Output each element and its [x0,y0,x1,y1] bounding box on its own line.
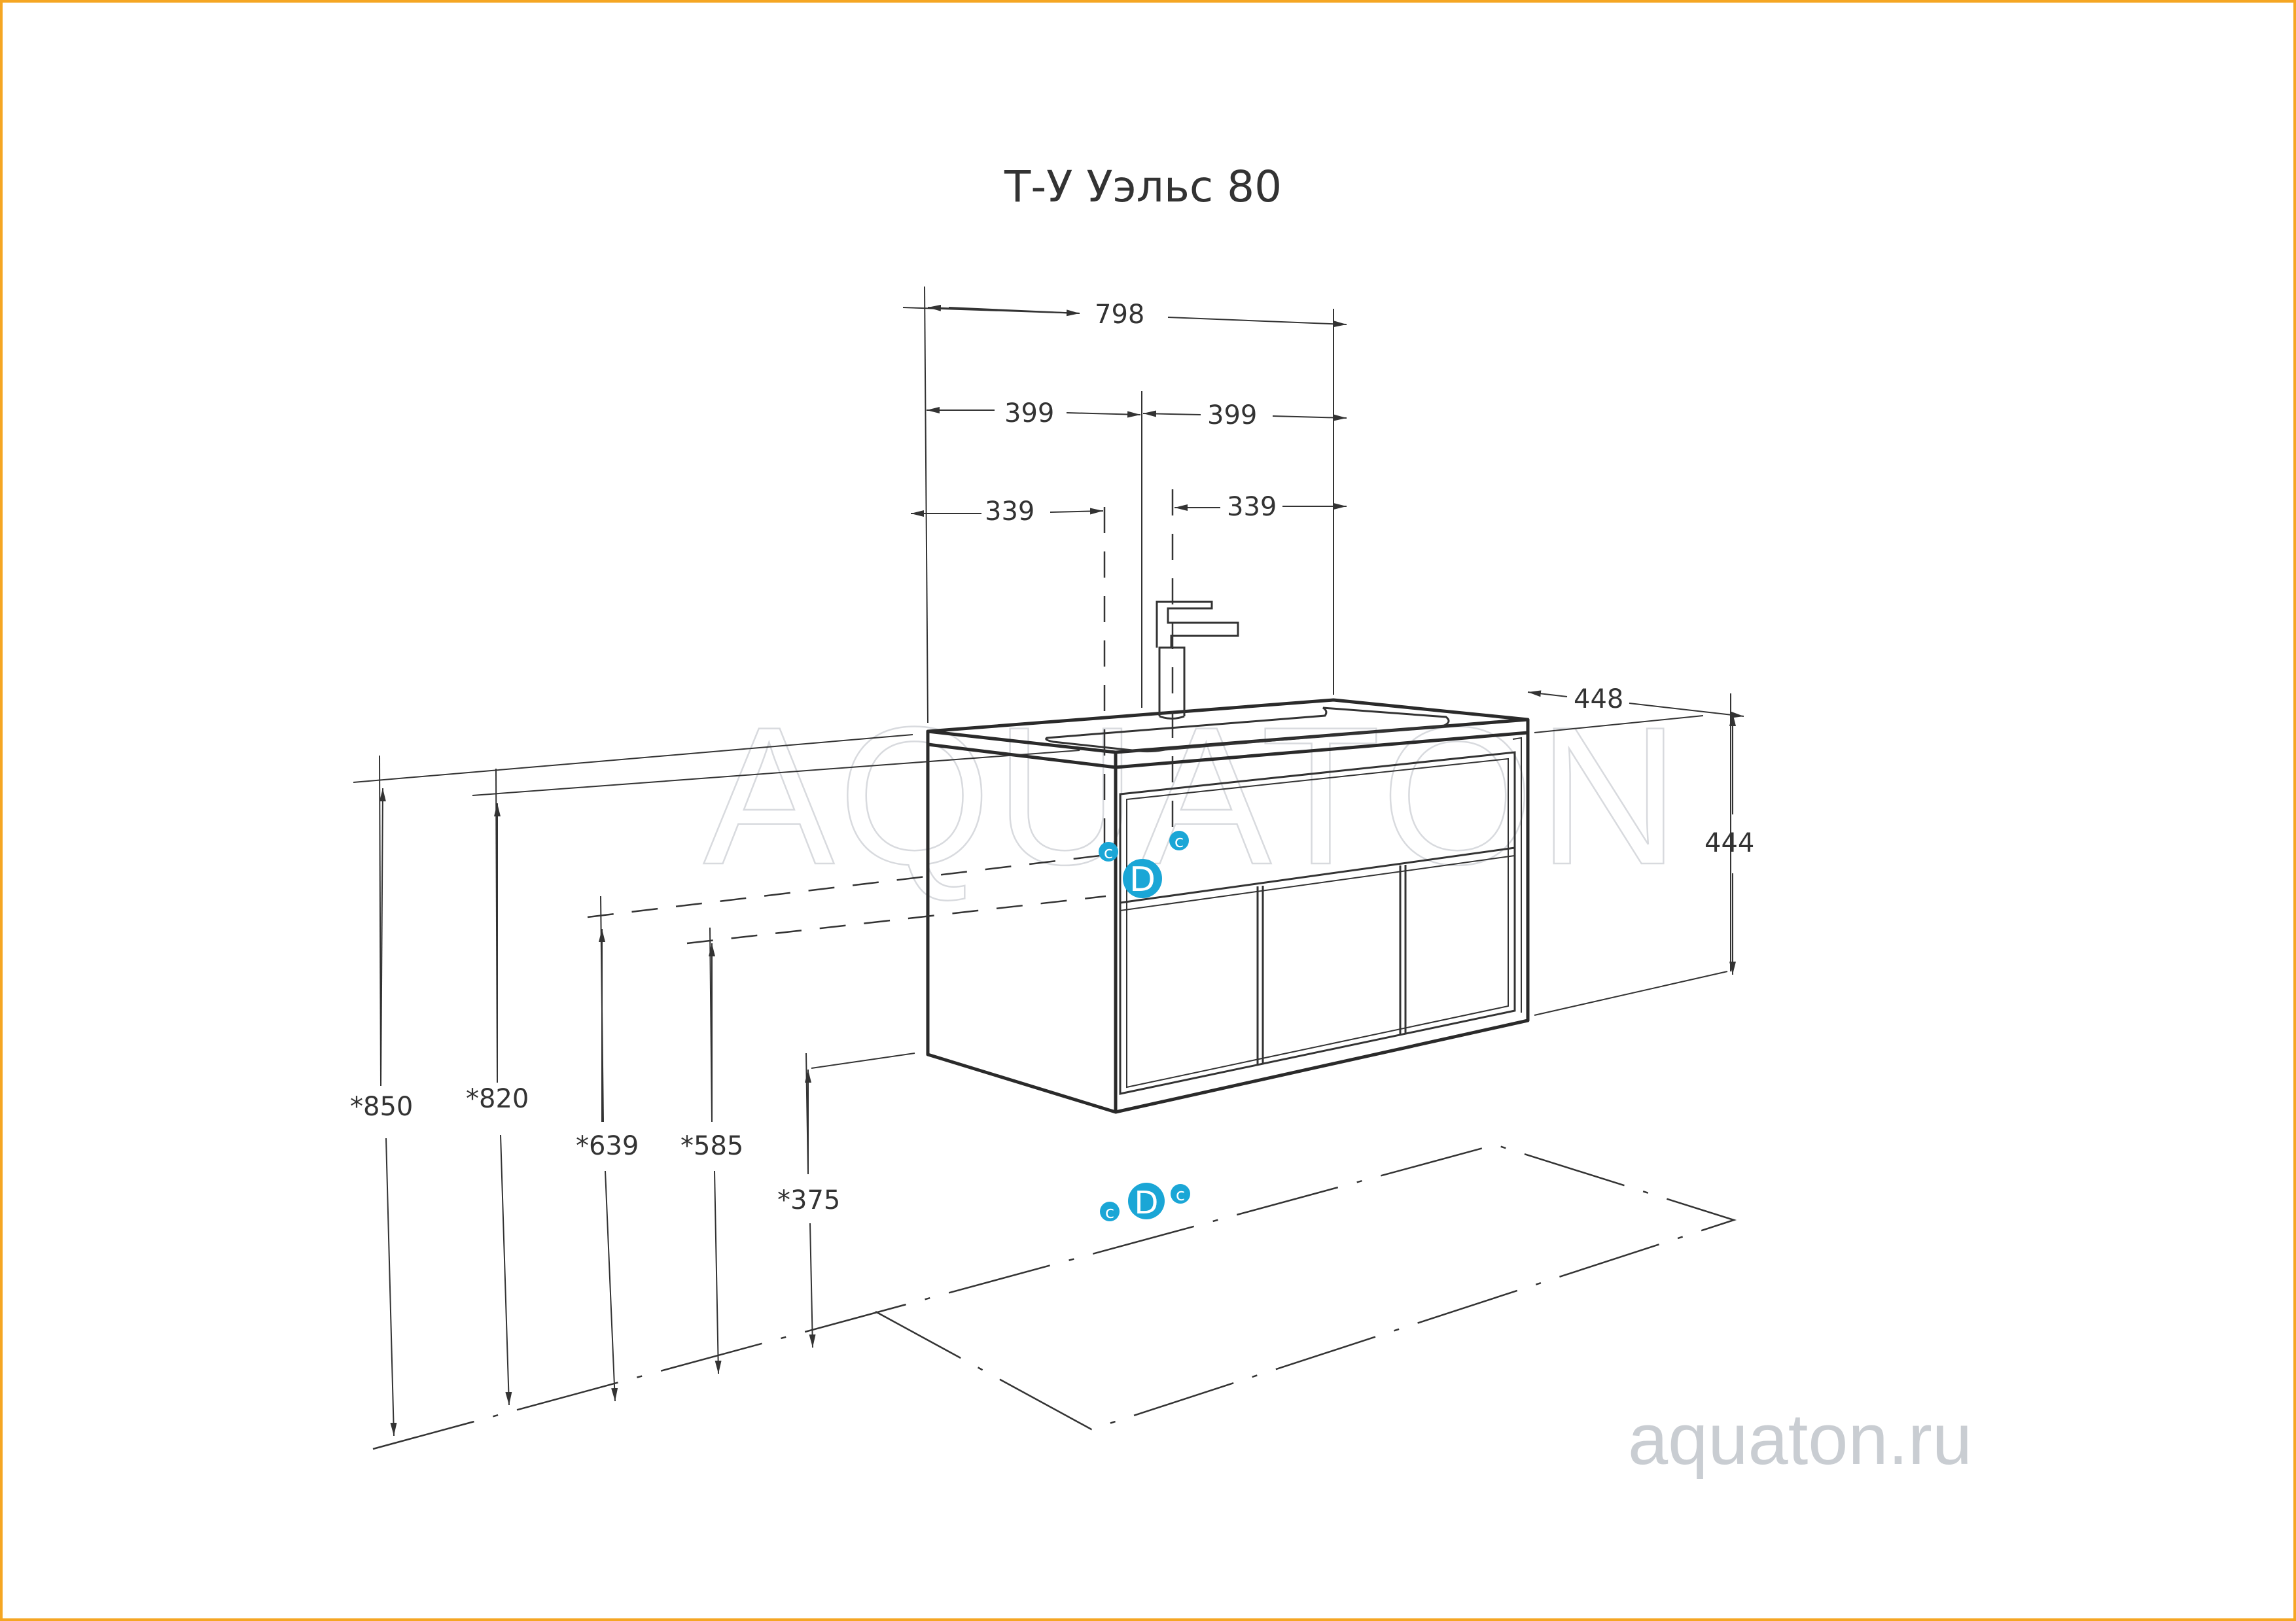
dim-half-left: 399 [1004,398,1054,428]
drawing-title: Т-У Уэльс 80 [1004,162,1282,212]
dim-pipe-right: 339 [1227,492,1277,522]
dim-h-639: *639 [576,1131,639,1161]
dim-pipe-left: 339 [985,497,1034,527]
cold-water-connection-lower [1100,1202,1120,1221]
dim-h-850: *850 [350,1092,413,1122]
svg-text:c: c [1104,843,1113,863]
svg-text:D: D [1129,860,1156,899]
svg-text:D: D [1135,1185,1159,1221]
connections-upper: c c D [1099,831,1189,899]
connections-lower: c c D [1100,1183,1190,1223]
svg-text:c: c [1174,832,1184,852]
dim-half-right: 399 [1207,400,1257,430]
dimension-labels-top: 798 399 399 339 339 448 444 [985,300,1754,858]
website-url: aquaton.ru [1628,1399,1972,1480]
dim-height: 444 [1704,828,1754,858]
dim-h-375: *375 [777,1185,840,1215]
dimension-lines-top [902,286,1744,975]
svg-text:c: c [1176,1185,1185,1205]
vanity-cabinet [926,698,1530,1114]
svg-text:c: c [1105,1203,1114,1223]
guide-lines [353,715,1728,1069]
dim-h-585: *585 [680,1131,743,1161]
dim-h-820: *820 [466,1084,529,1114]
hot-water-connection-lower [1171,1184,1190,1204]
floor-outline [372,1143,1737,1450]
drain-connection-lower [1128,1183,1165,1219]
dimension-labels-left: *850 *820 *639 *585 *375 [350,1084,840,1215]
hot-water-connection-upper [1169,831,1189,850]
dimension-lines-left [379,755,816,1437]
drain-connection-upper [1123,859,1162,898]
watermark-logo: AQUATON [703,686,1684,905]
dim-depth: 448 [1574,684,1623,714]
cold-water-connection-upper [1099,842,1118,862]
dim-overall-width: 798 [1095,300,1144,330]
